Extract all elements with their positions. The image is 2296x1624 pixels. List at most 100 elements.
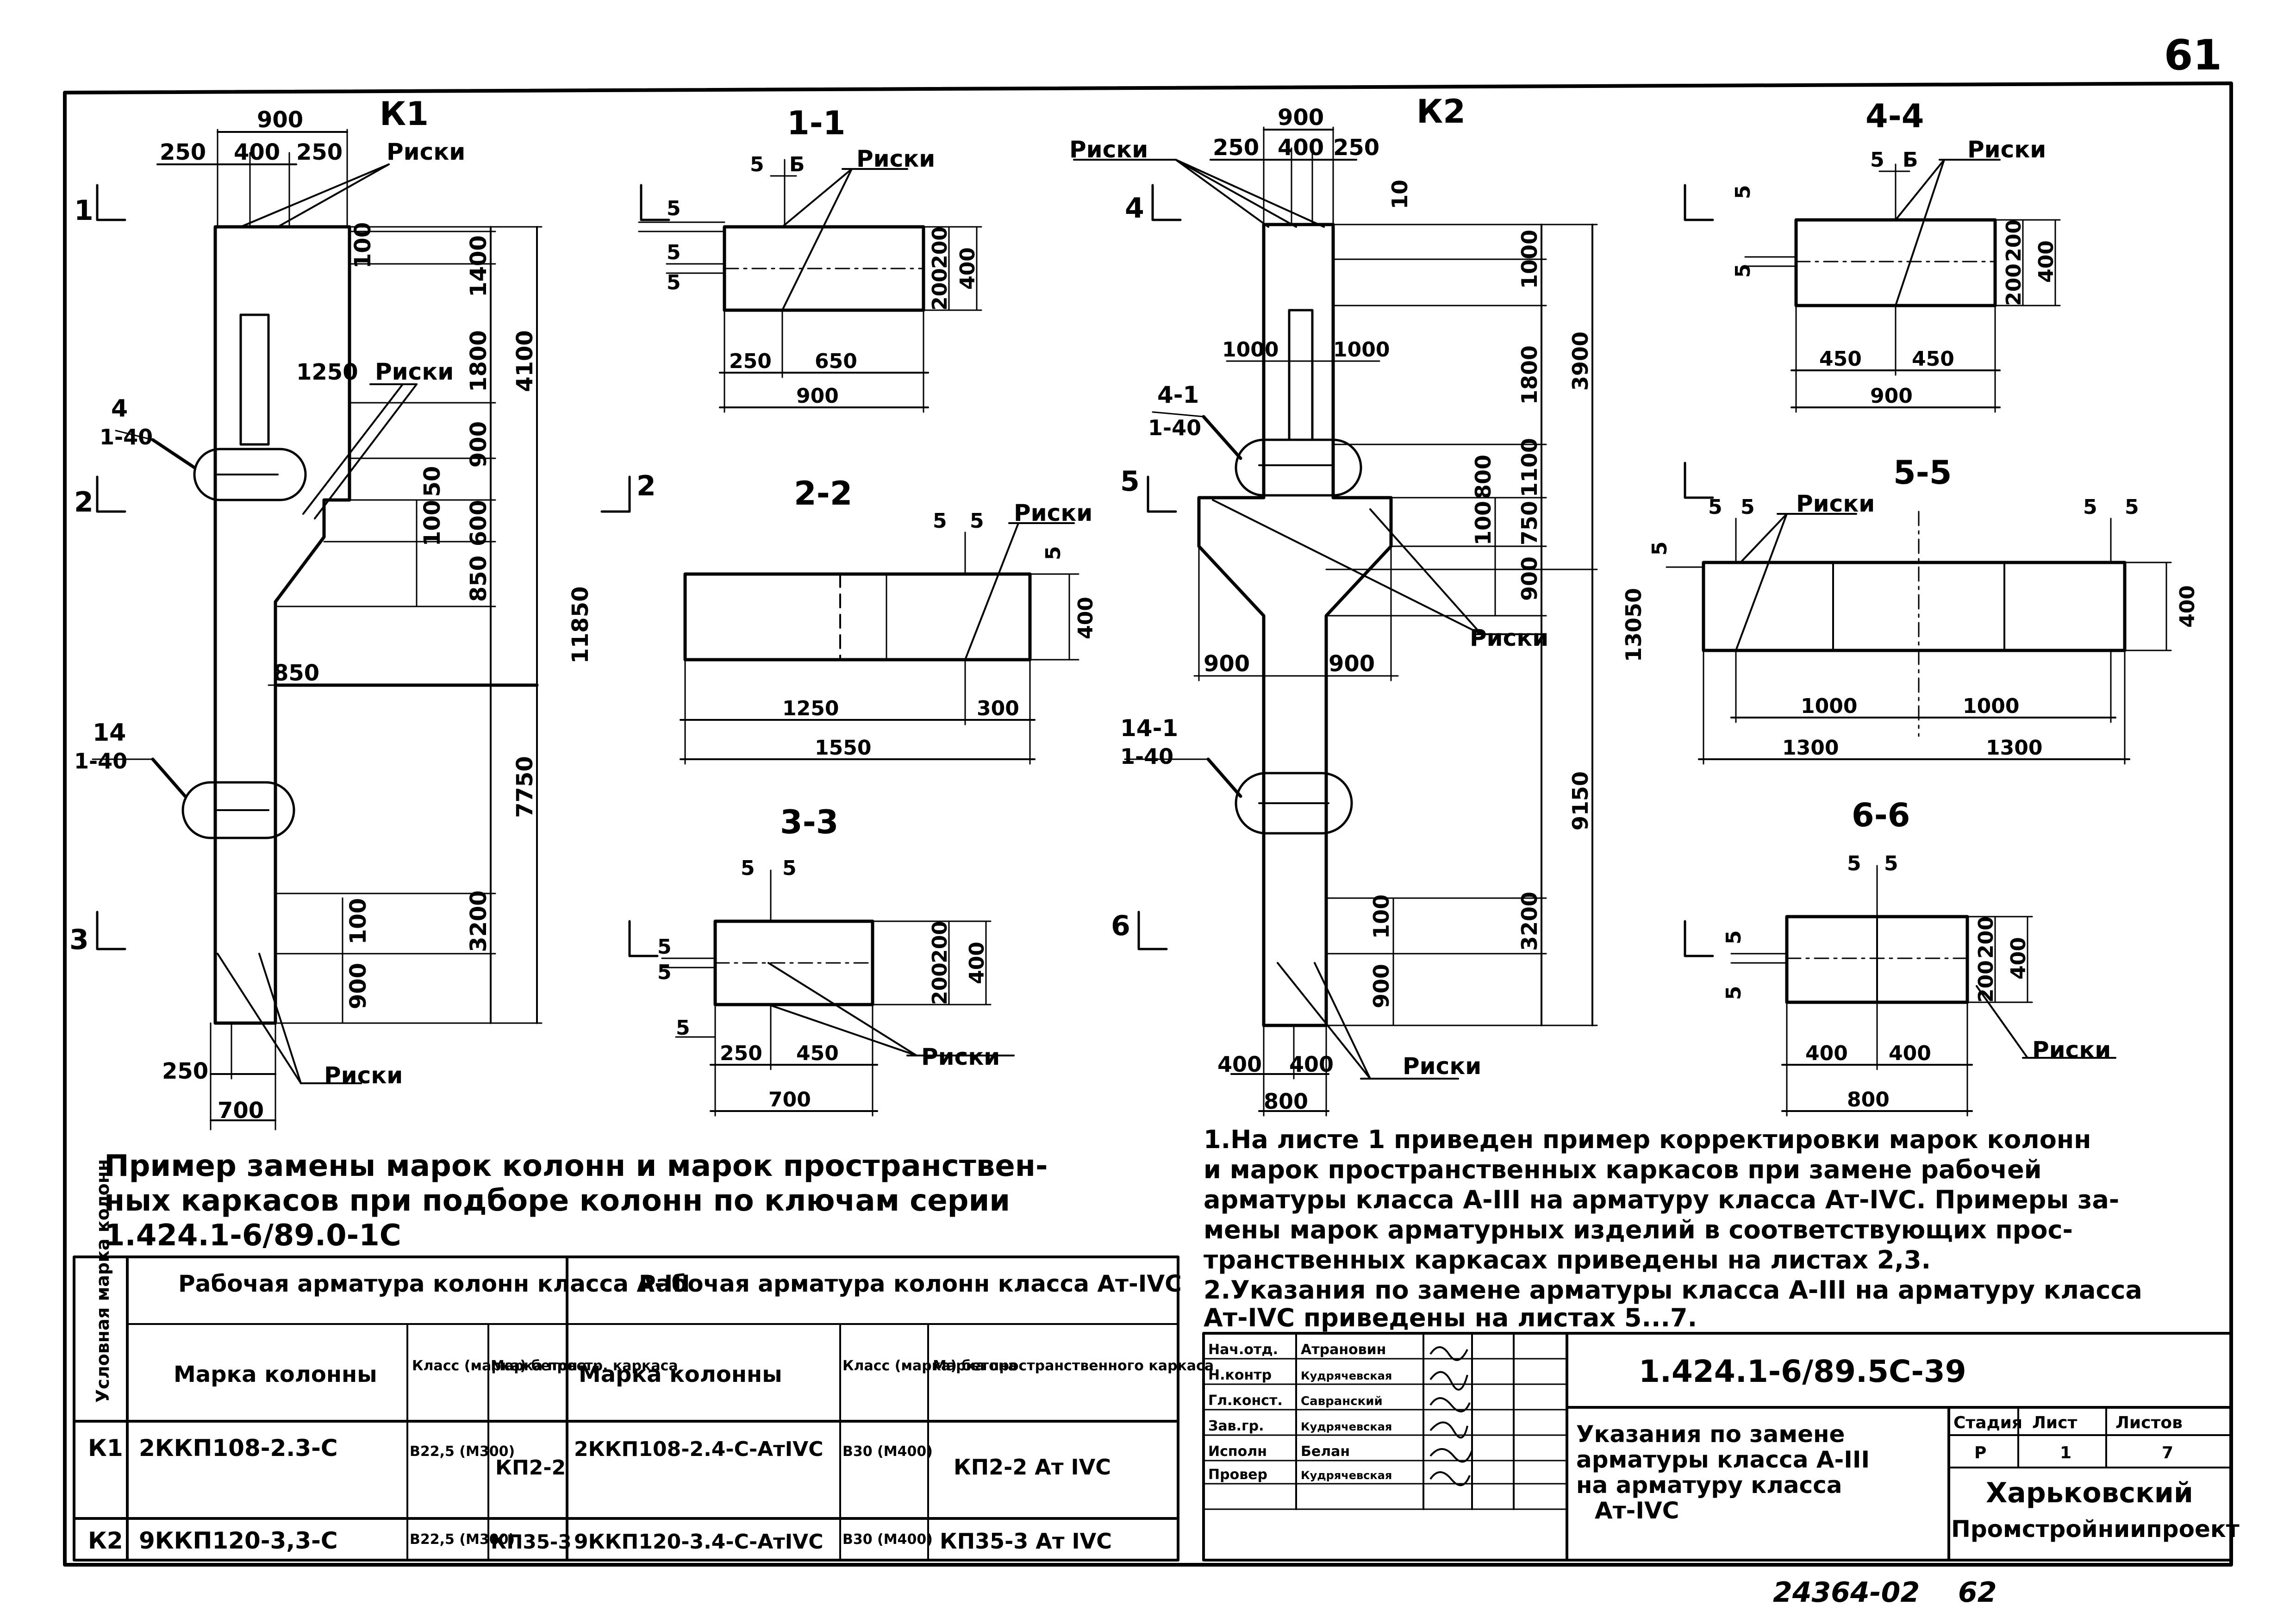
- s1-d5: 200: [928, 226, 952, 269]
- note-line-7: Ат-IVС приведены на листах 5...7.: [1204, 1303, 1697, 1332]
- section-1-1-riski: Риски: [856, 145, 935, 172]
- k2-riski-bottom: Риски: [1403, 1053, 1481, 1080]
- s4-d3: 5: [1731, 263, 1755, 278]
- k2-node-a: 4-1: [1157, 381, 1199, 408]
- section-2-2: [680, 522, 1079, 765]
- s5-d4: 5: [1648, 541, 1672, 556]
- k1-dim-250b: 250: [296, 139, 343, 165]
- s1-d10: 900: [796, 384, 839, 408]
- s1-d4: 5: [667, 271, 681, 294]
- s2-d2: 5: [1042, 546, 1065, 560]
- k1-vdim-4100: 4100: [512, 330, 538, 392]
- k1-vdim-600: 600: [466, 500, 492, 546]
- k1-dim-1250: 1250: [296, 359, 358, 385]
- k1-dim-900: 900: [257, 107, 303, 133]
- k1-vdim-900: 900: [466, 421, 492, 468]
- s2-d4: 1250: [782, 697, 839, 720]
- k1-vdim-900b: 900: [345, 963, 371, 1009]
- s1-d9: 650: [815, 350, 857, 373]
- row1-u: К1: [88, 1435, 123, 1462]
- s3-d8: 250: [720, 1042, 762, 1065]
- section-3-3: [628, 869, 1015, 1117]
- k2-vd11: 900: [1369, 964, 1394, 1008]
- k2-vd6: 900: [1517, 556, 1542, 601]
- s6-d3: 5: [1722, 986, 1746, 1000]
- k2-node-b-ref: 1-40: [1120, 744, 1173, 769]
- table-h-marka: Марка колонны: [174, 1362, 377, 1387]
- stamp-name-0: Атрановин: [1301, 1342, 1386, 1358]
- k2-vd3: 1100: [1517, 438, 1542, 497]
- k1-vdim-1800: 1800: [466, 330, 492, 392]
- k2-dim-400a: 400: [1217, 1052, 1262, 1077]
- section-2-2-riski: Риски: [1014, 500, 1092, 526]
- k2-title: К2: [1416, 93, 1466, 131]
- s1-d8: 250: [729, 350, 772, 373]
- stamp-role-0: Нач.отд.: [1208, 1342, 1278, 1358]
- sheet-frame: [63, 81, 2233, 1567]
- s2-d0: 5: [933, 509, 947, 533]
- k1-dim-700: 700: [218, 1098, 264, 1124]
- k1-vdim-3200: 3200: [466, 890, 492, 952]
- s5-d3: 5: [2125, 495, 2139, 519]
- row2-p2: КП35-3 Ат IVС: [940, 1529, 1112, 1554]
- bottom-page: 62: [1958, 1576, 1997, 1609]
- section-4-4: [1684, 159, 2061, 413]
- section-4-4-riski: Риски: [1967, 136, 2046, 163]
- k1-cut-2: 2: [74, 486, 94, 518]
- k2-dim-900: 900: [1278, 105, 1324, 131]
- k2-dim-250b: 250: [1333, 135, 1379, 161]
- table-h-klass2: Класс (марка) бетона: [842, 1358, 1017, 1374]
- section-5-5-riski: Риски: [1796, 490, 1875, 517]
- table-group2: Рабочая арматура колонн класса Ат-IVС: [639, 1270, 1182, 1297]
- k1-cut-2b: 2: [636, 470, 656, 502]
- s3-d3: 5: [657, 961, 672, 984]
- k2-dim-800: 800: [1264, 1089, 1308, 1114]
- stamp-org-1: Харьковский: [1986, 1477, 2193, 1509]
- note-line-2: и марок пространственных каркасов при за…: [1204, 1155, 2042, 1184]
- table-group1: Рабочая арматура колонн класса А-III: [178, 1270, 690, 1297]
- k1-vdim-1400: 1400: [466, 235, 492, 297]
- stamp-listov-h: Листов: [2115, 1413, 2183, 1432]
- table-h-marka2: Марка колонны: [579, 1362, 782, 1387]
- k2-vd7: 3900: [1568, 331, 1593, 391]
- k2-dim-1000b: 1000: [1333, 338, 1390, 362]
- k2-riski-mid: Риски: [1470, 625, 1548, 651]
- s3-d10: 700: [768, 1088, 811, 1112]
- k1-vdim-850: 850: [466, 556, 492, 602]
- k2-dim-250a: 250: [1213, 135, 1259, 161]
- table-row-k2: К2 9ККП120-3,3-С В22,5 (М300) КП35-3 9КК…: [88, 1527, 1112, 1554]
- section-1-1-title: 1-1: [787, 104, 845, 142]
- k2-vd1: 1000: [1517, 230, 1542, 289]
- row2-p: КП35-3: [491, 1530, 572, 1553]
- table-col-uslovn: Условная марка колонн: [93, 1159, 113, 1403]
- stamp-stadiya: Р: [1974, 1443, 1986, 1462]
- s3-d4: 5: [676, 1016, 690, 1040]
- table-h-karkas2: Марка пространственного каркаса: [933, 1358, 1214, 1374]
- k1-cut-1: 1: [74, 194, 94, 227]
- row2-m2: 9ККП120-3.4-С-АтIVС: [574, 1530, 824, 1554]
- s2-d1: 5: [970, 509, 984, 533]
- k2-dim-400b: 400: [1289, 1052, 1334, 1077]
- section-5-5: [1666, 462, 2172, 765]
- stamp-role-4: Исполн: [1208, 1443, 1267, 1460]
- s1-d7: 400: [956, 247, 980, 290]
- s1-d1: Б: [789, 153, 805, 176]
- s3-d1: 5: [782, 856, 797, 880]
- k2-vd0: 10: [1387, 180, 1412, 209]
- s6-d6: 400: [2007, 937, 2030, 980]
- s5-d5: 400: [2176, 585, 2199, 628]
- section-6-6: [1684, 865, 2116, 1117]
- row2-k2: В30 (М400): [842, 1531, 933, 1548]
- k2-vd8: 13050: [1621, 588, 1646, 662]
- signatures: [1429, 1346, 1473, 1487]
- k1-node-a: 4: [111, 395, 128, 423]
- s6-d5: 200: [1974, 960, 1998, 1003]
- table-h-karkas1: Марка простр. каркаса: [491, 1358, 678, 1374]
- note-line-4: мены марок арматурных изделий в соответс…: [1204, 1215, 2073, 1244]
- s3-d2: 5: [657, 935, 672, 959]
- section-2-2-title: 2-2: [794, 475, 852, 512]
- k1-vdim-100b: 100: [345, 898, 371, 944]
- stamp-name-4: Белан: [1301, 1443, 1350, 1460]
- s3-d9: 450: [796, 1042, 839, 1065]
- row1-p2: КП2-2 Ат IVС: [954, 1455, 1111, 1480]
